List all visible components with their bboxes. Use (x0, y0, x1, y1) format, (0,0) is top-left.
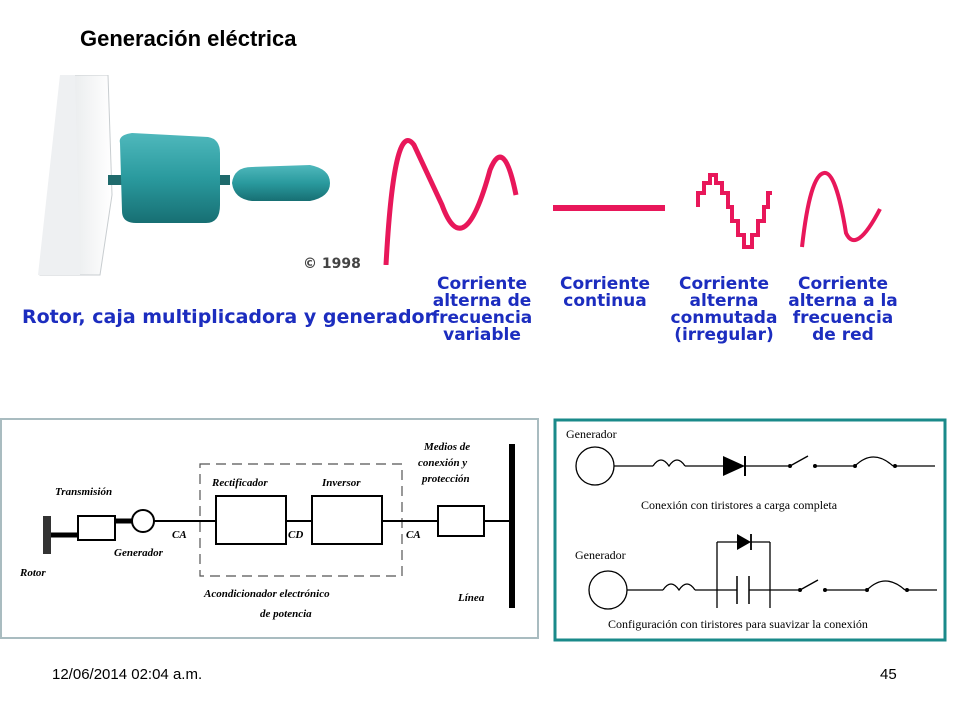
circuit-diagram: Generador Conexión con tiristores a carg… (553, 418, 947, 642)
label-medios-3: protección (421, 473, 470, 485)
bottom-thyristor-icon (737, 534, 751, 550)
gearbox-icon (119, 133, 220, 223)
bottom-switch-2-icon (866, 580, 906, 591)
block-diagram: Rotor Transmisión Generador Rectificador… (0, 418, 539, 639)
bottom-generator-icon (588, 570, 628, 610)
rectifier-box (215, 495, 287, 545)
bottom-inductor-icon (662, 583, 696, 592)
inverter-box (311, 495, 383, 545)
variable-ac-wave (383, 138, 519, 265)
turbine-illustration (38, 75, 330, 276)
label-linea: Línea (457, 592, 485, 604)
dc-line (553, 205, 665, 211)
label-inverter: Inversor (321, 477, 361, 489)
label-transmission: Transmisión (55, 486, 112, 498)
page-number: 45 (880, 666, 897, 683)
top-switch-2-icon (854, 456, 894, 467)
bottom-switch-1-icon (799, 579, 819, 591)
label-conditioner-1: Acondicionador electrónico (203, 588, 330, 600)
rotor-hub-icon (43, 516, 51, 554)
rotor-blade-shade (38, 75, 80, 275)
bottom-generator-label: Generador (575, 548, 626, 562)
top-inductor-icon (652, 459, 686, 468)
transmission-box (77, 515, 116, 541)
turbine-caption: Rotor, caja multiplicadora y generador (22, 306, 434, 328)
generator-circle-icon (131, 509, 155, 533)
label-medios-2: conexión y (418, 457, 467, 469)
label-rotor: Rotor (19, 567, 46, 579)
waveform-strip (383, 138, 882, 265)
generator-icon (232, 165, 330, 201)
top-caption: Conexión con tiristores a carga completa (641, 498, 838, 512)
label-conditioner-2: de potencia (260, 608, 312, 620)
top-generator-icon (575, 446, 615, 486)
bottom-caption: Configuración con tiristores para suaviz… (608, 617, 868, 631)
slide-title: Generación eléctrica (80, 26, 297, 51)
label-rectifier: Rectificador (211, 477, 268, 489)
label-ca-right: CA (406, 529, 421, 541)
coupling-icon (220, 175, 230, 185)
shaft-icon (108, 175, 124, 185)
footer-date: 12/06/2014 02:04 a.m. (52, 666, 203, 683)
top-generator-label: Generador (566, 427, 617, 441)
top-switch-1-icon (789, 455, 809, 467)
switched-ac-wave (696, 173, 772, 249)
label-ca-left: CA (172, 529, 187, 541)
protection-box (437, 505, 485, 537)
label-generator: Generador (114, 547, 164, 559)
top-thyristor-icon (723, 456, 745, 476)
label-medios-1: Medios de (423, 441, 470, 453)
grid-ac-wave (800, 171, 882, 248)
copyright-text: © 1998 (303, 256, 361, 272)
label-cd: CD (288, 529, 303, 541)
